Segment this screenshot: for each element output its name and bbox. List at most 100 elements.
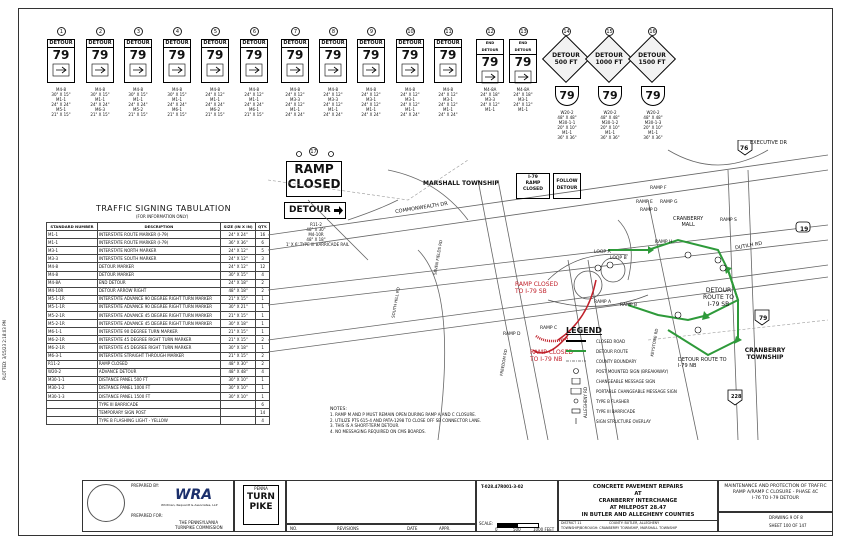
drawing-sheet [18, 8, 833, 536]
sign-number: 13 [519, 27, 528, 36]
contract-block: T-028.47R001-3-02 SCALE: 0 500 1000 FEET [476, 480, 558, 532]
route-79-shield: 79 [759, 315, 768, 322]
table-cell: INTERSTATE ROUTE MARKER (I-79) [96, 238, 221, 248]
turnpike-name-2: TURNPIKE COMMISSION [175, 525, 223, 530]
table-cell: M6-2-1R [46, 335, 98, 345]
table-cell: 48" X 48" [219, 367, 257, 377]
contract-number: T-028.47R001-3-02 [481, 484, 524, 489]
sign-code: M4-8A [483, 87, 497, 92]
turnpike-name-1: THE PENNSYLVANIA [179, 520, 219, 525]
sign-code: M4-8 [210, 87, 220, 92]
sign-header-text: DETOUR [282, 40, 308, 48]
arrow-icon [324, 63, 342, 77]
scale-label: SCALE: [479, 521, 494, 526]
route-number: 79 [129, 48, 147, 62]
table-cell: 30" X 21" [219, 302, 257, 313]
table-cell [219, 416, 257, 426]
table-cell: 24" X 12" [219, 262, 257, 272]
table-cell: M3-3 [46, 254, 98, 264]
ramp-label: RAMP G [660, 200, 678, 205]
sign-spec: 24" X 18" M3-1 24" X 12" M1-1 [513, 92, 533, 112]
route-number: 79 [401, 48, 419, 62]
sign-spec: W20-2 48" X 48" M30-1-2 20" X 10" M1-1 3… [600, 110, 620, 140]
sheet-title-block: MAINTENANCE AND PROTECTION OF TRAFFIC RA… [718, 480, 833, 512]
sign-number: 8 [329, 27, 338, 36]
sign-spec: 24" X 12" M1-1 24" X 24" M6-1 21" X 15" [244, 92, 264, 117]
sign-code: M4-8 [249, 87, 259, 92]
legend-symbol [571, 377, 581, 385]
sign-number: 6 [250, 27, 259, 36]
route-number: 79 [481, 55, 499, 69]
sign-number: 1 [57, 27, 66, 36]
scale-bar [497, 523, 539, 528]
table-cell: TYPE III BARRICADE [96, 400, 221, 410]
ramp-label: RAMP C [540, 326, 558, 331]
arrow-icon [481, 70, 499, 84]
sign-number: 9 [367, 27, 376, 36]
legend-label: SIGN STRUCTURE OVERLAY [596, 418, 651, 424]
note-line: 3. THIS IS A SHORT-TERM DETOUR. [330, 423, 400, 428]
legend-symbol [575, 418, 577, 424]
table-cell: M6-3-1 [46, 351, 98, 361]
sign-number: 4 [173, 27, 182, 36]
arrow-icon [514, 70, 532, 84]
sign-header-text: DETOUR [435, 40, 461, 48]
table-cell: M4-8 [46, 262, 98, 272]
column-header: SIZE (IN X IN) [219, 221, 257, 232]
ramp-closed-panel: RAMP CLOSED [286, 161, 342, 197]
table-cell: DISTANCE PANEL 1000 FT [96, 383, 221, 393]
arrow-icon [286, 63, 304, 77]
wra-subtitle: Whitman, Requardt & Associates, LLP [161, 503, 218, 507]
legend-label: CHANGEABLE MESSAGE SIGN [596, 378, 656, 384]
cms-message-2: FOLLOW DETOUR [553, 173, 581, 199]
route-number: 79 [514, 55, 532, 69]
ramp-label: LOOP B [610, 256, 627, 261]
route-number: 79 [245, 48, 263, 62]
table-cell: TEMPORARY SIGN POST [96, 408, 221, 418]
arrow-icon [206, 63, 224, 77]
table-cell: INTERSTATE 45 DEGREE RIGHT TURN MARKER [96, 343, 221, 353]
ramp-label: LOOP A [594, 250, 611, 255]
sign-code: M4-8 [443, 87, 453, 92]
legend-label: COUNTY BOUNDARY [596, 358, 637, 364]
table-cell: 4 [255, 416, 270, 426]
ramp-label: RAMP H [655, 240, 673, 245]
table-cell: 21" X 15" [219, 327, 257, 337]
detour-route-nb-label: DETOUR ROUTE TO I-79 NB [678, 357, 727, 369]
engineer-seal [87, 484, 125, 522]
legend-item: TYPE III BARRICADE [566, 408, 635, 415]
detour-route-sb-label: DETOUR ROUTE TO I-79 SB [703, 287, 735, 308]
table-cell: 21" X 15" [219, 311, 257, 321]
table-cell: INTERSTATE 90 DEGREE TURN MARKER [96, 327, 221, 337]
sign-header-text: DETOUR [397, 40, 423, 48]
legend-item: CLOSED ROAD [566, 338, 625, 345]
route-number: 79 [324, 48, 342, 62]
arrow-icon [401, 63, 419, 77]
table-cell: INTERSTATE ADVANCE 90 DEGREE RIGHT TURN … [96, 294, 221, 304]
turnpike-logo-block: PENNA TURN PIKE [234, 480, 286, 532]
sign-header-text: END DETOUR [477, 40, 503, 55]
ramp-label: RAMP F [650, 186, 667, 191]
table-cell: 24" X 18" [219, 278, 257, 288]
sign-header-text: DETOUR [87, 40, 113, 48]
table-cell [46, 400, 98, 410]
notes-title: NOTES: [330, 407, 347, 412]
cranberry-township-label: CRANBERRY TOWNSHIP [744, 347, 786, 361]
table-cell: 30" X 10" [219, 383, 257, 393]
route-19-shield: 19 [800, 226, 809, 233]
prepared-by-label: PREPARED BY: [131, 483, 160, 488]
